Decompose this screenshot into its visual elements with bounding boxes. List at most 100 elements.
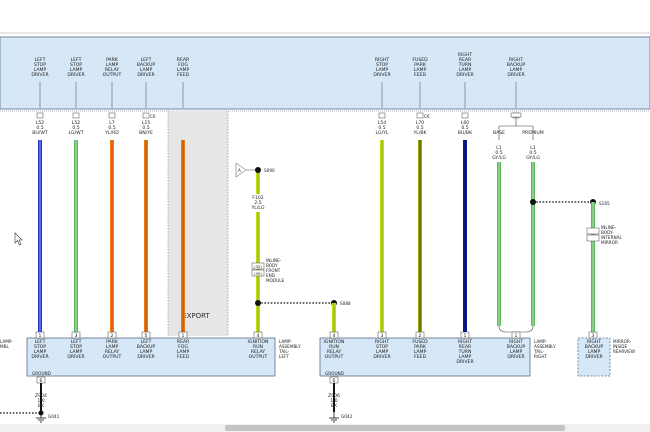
svg-text:INLINE-: INLINE-: [601, 225, 617, 230]
svg-text:0.5: 0.5: [416, 125, 423, 131]
top-pin-connector-5: [378, 112, 386, 119]
inline-front-pin-a-text: (30): [254, 264, 262, 269]
svg-text:LAMP: LAMP: [588, 349, 601, 355]
inline-front-pin-a: [251, 262, 265, 270]
svg-text:OUTPUT: OUTPUT: [103, 354, 122, 360]
wire-f102-gauge: 2.5: [254, 200, 261, 206]
svg-text:YL/RD: YL/RD: [104, 130, 119, 136]
svg-text:LAMP: LAMP: [376, 67, 389, 73]
svg-text:TURN: TURN: [458, 349, 472, 355]
base-premium-merge: [498, 325, 534, 333]
svg-text:L15: L15: [142, 120, 150, 126]
inline-mirror-pin-a: [586, 227, 600, 235]
svg-text:LAMP-: LAMP-: [534, 339, 547, 344]
svg-text:0.5: 0.5: [142, 125, 149, 131]
top-pin-connector-6: [416, 112, 424, 119]
arrow-marker-letter: A: [238, 168, 241, 173]
svg-text:L52: L52: [72, 120, 80, 126]
horizontal-scrollbar[interactable]: [0, 424, 650, 432]
svg-text:LAMP: LAMP: [376, 349, 389, 355]
base-wire-gauge: 0.5: [495, 150, 502, 156]
svg-text:BODY-: BODY-: [601, 230, 614, 235]
left-tail-pin-3: [141, 331, 151, 339]
svg-text:INSIDE: INSIDE: [613, 344, 627, 349]
svg-text:REAR: REAR: [459, 57, 472, 63]
svg-text:DRIVER: DRIVER: [373, 354, 391, 360]
mirror-pin: [588, 331, 598, 339]
svg-text:FRONT: FRONT: [266, 268, 281, 273]
right-tail-pin-num-1: 3: [381, 333, 384, 339]
svg-text:L52: L52: [36, 120, 44, 126]
svg-text:RELAY: RELAY: [251, 349, 266, 355]
wire-f102-color: YL/LG: [250, 205, 264, 211]
right-ground-wire-code: Z906: [328, 393, 340, 399]
base-label: BASE: [493, 130, 505, 136]
base-wire-code: L1: [496, 145, 502, 151]
right-tail-ground-label: GROUND: [325, 371, 344, 376]
svg-text:IGNITION: IGNITION: [324, 339, 345, 345]
svg-text:LAMP: LAMP: [70, 67, 83, 73]
svg-text:PARK: PARK: [106, 57, 119, 63]
premium-wire-gauge: 0.5: [529, 150, 536, 156]
arrow-marker: [235, 162, 247, 178]
right-tail-pin-num-2: 2: [419, 333, 422, 339]
svg-text:LAMP: LAMP: [70, 349, 83, 355]
svg-text:ASSEMBLY: ASSEMBLY: [279, 344, 301, 349]
left-tail-pin-num-1: 3: [75, 333, 78, 339]
connector-ref-0: C6: [150, 114, 156, 119]
left-ground-wire-color: BK: [38, 403, 45, 409]
connector-ref-2: C6: [424, 114, 430, 119]
scrollbar-thumb[interactable]: [225, 425, 565, 431]
right-tail-pin-num-3: 1: [464, 333, 467, 339]
left-edge-text-b: MBL: [0, 344, 9, 349]
svg-text:STOP: STOP: [34, 344, 46, 350]
inline-front-pin-b: [251, 269, 265, 277]
svg-text:MIRROR: MIRROR: [601, 240, 618, 245]
svg-text:FOG: FOG: [178, 344, 188, 350]
top-pin-connector-2: [108, 112, 116, 119]
svg-text:LAMP: LAMP: [414, 349, 427, 355]
svg-text:FEED: FEED: [414, 72, 426, 78]
svg-text:FEED: FEED: [177, 72, 189, 78]
svg-text:LAMP: LAMP: [459, 354, 472, 360]
svg-text:0.5: 0.5: [461, 125, 468, 131]
svg-text:REAR: REAR: [177, 57, 190, 63]
left-tail-pin-num-2: 2: [111, 333, 114, 339]
svg-text:DRIVER: DRIVER: [585, 354, 603, 360]
left-tail-pin-0: [35, 331, 45, 339]
top-pin-connector-7: [461, 112, 469, 119]
svg-text:FEED: FEED: [414, 354, 426, 360]
premium-label: PREMIUM: [522, 130, 544, 136]
svg-text:TAIL-: TAIL-: [278, 349, 290, 354]
svg-text:LEFT: LEFT: [279, 354, 289, 359]
svg-text:L7: L7: [109, 120, 115, 126]
svg-text:LG/WT: LG/WT: [68, 130, 83, 136]
svg-text:BN/YE: BN/YE: [139, 130, 153, 136]
svg-text:END: END: [266, 273, 275, 278]
svg-text:RELAY: RELAY: [105, 67, 120, 73]
svg-text:BODY: BODY: [266, 263, 278, 268]
svg-text:LAMP: LAMP: [34, 349, 47, 355]
top-pin-connector-3: [142, 112, 150, 119]
svg-text:LAMP: LAMP: [510, 349, 523, 355]
top-wire-label-2: L70.5YL/RD: [104, 120, 119, 136]
left-tail-pin-num-0: 1: [39, 333, 42, 339]
svg-text:LAMP: LAMP: [459, 67, 472, 73]
svg-text:0.5: 0.5: [378, 125, 385, 131]
svg-text:BACKUP: BACKUP: [137, 344, 156, 350]
svg-text:LAMP: LAMP: [177, 349, 190, 355]
svg-text:RELAY: RELAY: [327, 349, 342, 355]
svg-text:REARVIEW: REARVIEW: [613, 349, 635, 354]
